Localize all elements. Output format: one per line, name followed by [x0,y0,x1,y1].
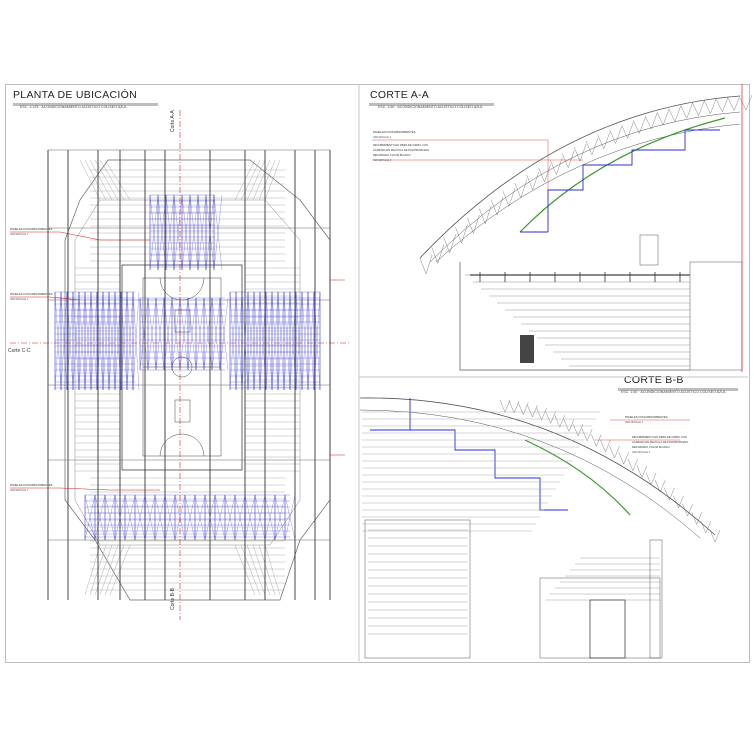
plan-note-1: PANELES FONOABSORBENTES [10,227,53,231]
section-b-note-3: RECUBRIMIENTO EN FIBRA DE VIDRIO CON [632,435,687,439]
plan-title: PLANTA DE UBICACIÓN [13,89,137,101]
section-a-drawing [372,84,753,372]
section-b-note-2: VER DETALLE 1 [625,421,644,424]
plan-note-3-ref: VER DETALLE 1 [10,489,29,492]
section-b-note-6: VER DETALLE 2 [632,451,651,454]
section-b-note-4: ACABADO EN PELÍCULA DE POLIPROPILENO [632,440,688,444]
plan-note-2-ref: VER DETALLE 1 [10,298,29,301]
section-a-note-4: ACABADO EN PELÍCULA DE POLIPROPILENO [373,148,429,152]
section-b-title-bar [618,388,738,391]
section-a-title-bar [369,103,494,106]
cut-a-label: Corte A-A [170,110,176,132]
section-a-note-6: VER DETALLE 2 [373,159,392,162]
plan-note-1-ref: VER DETALLE 1 [10,233,29,236]
section-a-note-2: VER DETALLE 1 [373,136,392,139]
section-a-note-1: PANELES FONOABSORBENTES [373,130,416,134]
section-a-title: CORTE A-A [370,89,430,101]
plan-title-bar [13,103,158,106]
plan-note-2: PANELES FONOABSORBENTES [10,292,53,296]
section-a-note-5: REFORZADO COLOR BLANCO [373,153,411,157]
section-b-note-1: PANELES FONOABSORBENTES [625,415,668,419]
section-a-subtitle: ESC. 1:50 · ACONDICIONAMIENTO ACÚSTICO C… [378,105,483,109]
section-b-drawing [359,397,721,659]
section-b-note-5: REFORZADO COLOR BLANCO [632,445,670,449]
plan-drawing [10,110,350,620]
drawing-sheet [5,84,750,663]
section-b-subtitle: ESC. 1:50 · ACONDICIONAMIENTO ACÚSTICO C… [621,390,726,394]
cut-b-label: Corte B-B [170,587,176,610]
plan-subtitle: ESC. 1:125 · ACONDICIONAMIENTO ACÚSTICO … [20,105,127,109]
section-a-note-3: RECUBRIMIENTO EN FIBRA DE VIDRIO CON [373,143,428,147]
cut-c-label: Corte C-C [8,348,31,354]
plan-note-3: PANELES FONOABSORBENTES [10,483,53,487]
